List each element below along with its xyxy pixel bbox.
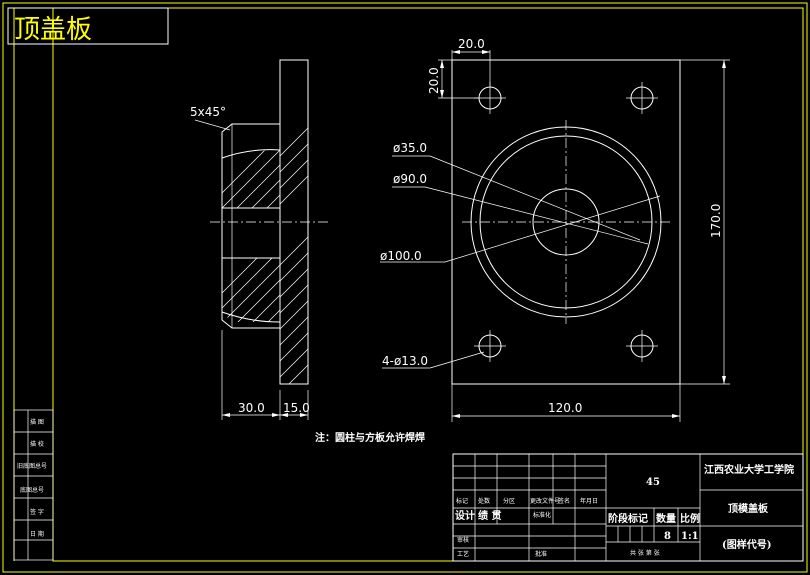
tb-material: 45 xyxy=(646,477,660,488)
tb-header: 签名 xyxy=(558,497,570,505)
chamfer-label: 5x45° xyxy=(190,105,226,119)
tb-quantity-value: 8 xyxy=(664,531,671,542)
tb-process: 工艺 xyxy=(457,550,469,558)
tb-quantity: 数量 xyxy=(656,512,676,525)
tb-approve: 批准 xyxy=(535,550,547,558)
dim-holes: 4-ø13.0 xyxy=(382,354,428,368)
dim-dia100: ø100.0 xyxy=(380,249,422,263)
tb-ratio-value: 1:1 xyxy=(681,531,699,542)
dim-width: 120.0 xyxy=(548,401,582,415)
side-label: 旧底图总号 xyxy=(17,462,47,470)
side-label-column: 描 图 描 校 旧底图总号 底图总号 签 字 日 期 xyxy=(13,409,54,561)
inner-frame xyxy=(52,7,804,562)
tb-design-label: 设计 xyxy=(455,509,475,522)
tb-header: 更改文件号 xyxy=(530,497,560,505)
tb-school: 江西农业大学工学院 xyxy=(704,463,794,476)
dim-offset-x: 20.0 xyxy=(458,37,485,51)
tb-header: 年月日 xyxy=(580,497,598,505)
tb-drawing-code: (图样代号) xyxy=(722,538,771,551)
side-view: 5x45° 30.0 15.0 xyxy=(190,59,330,420)
front-view: ø35.0 ø90.0 ø100.0 4-ø13.0 20.0 20.0 170… xyxy=(380,37,730,422)
title-block: 标记 处数 分区 更改文件号 签名 年月日 设计 绩 贯 标准化 审核 工艺 批… xyxy=(452,453,804,562)
weld-note: 注：圆柱与方板允许焊焊 xyxy=(315,431,425,444)
drawing-title: 顶盖板 xyxy=(14,15,92,45)
tb-sheets: 共 张 第 张 xyxy=(630,549,660,557)
tb-ratio: 比例 xyxy=(680,512,700,525)
tb-header: 处数 xyxy=(478,497,490,505)
dim-30: 30.0 xyxy=(238,401,265,415)
tb-standardization: 标准化 xyxy=(533,511,551,519)
side-label: 签 字 xyxy=(30,508,44,516)
tb-design-value: 绩 贯 xyxy=(478,509,501,522)
tb-part-name: 顶模盖板 xyxy=(728,502,769,515)
side-label: 描 图 xyxy=(30,418,44,426)
tb-review: 审核 xyxy=(457,536,469,544)
dim-height: 170.0 xyxy=(709,204,723,238)
dim-dia35: ø35.0 xyxy=(393,141,427,155)
side-label: 描 校 xyxy=(30,440,44,448)
dim-15: 15.0 xyxy=(283,401,310,415)
dim-dia90: ø90.0 xyxy=(393,172,427,186)
tb-stage-mark: 阶段标记 xyxy=(608,512,648,525)
side-label: 底图总号 xyxy=(20,486,44,494)
title-tag-box xyxy=(7,7,169,45)
dim-offset-y: 20.0 xyxy=(427,67,441,94)
side-label: 日 期 xyxy=(30,530,44,538)
tb-header: 标记 xyxy=(456,497,468,505)
tb-header: 分区 xyxy=(503,497,515,505)
